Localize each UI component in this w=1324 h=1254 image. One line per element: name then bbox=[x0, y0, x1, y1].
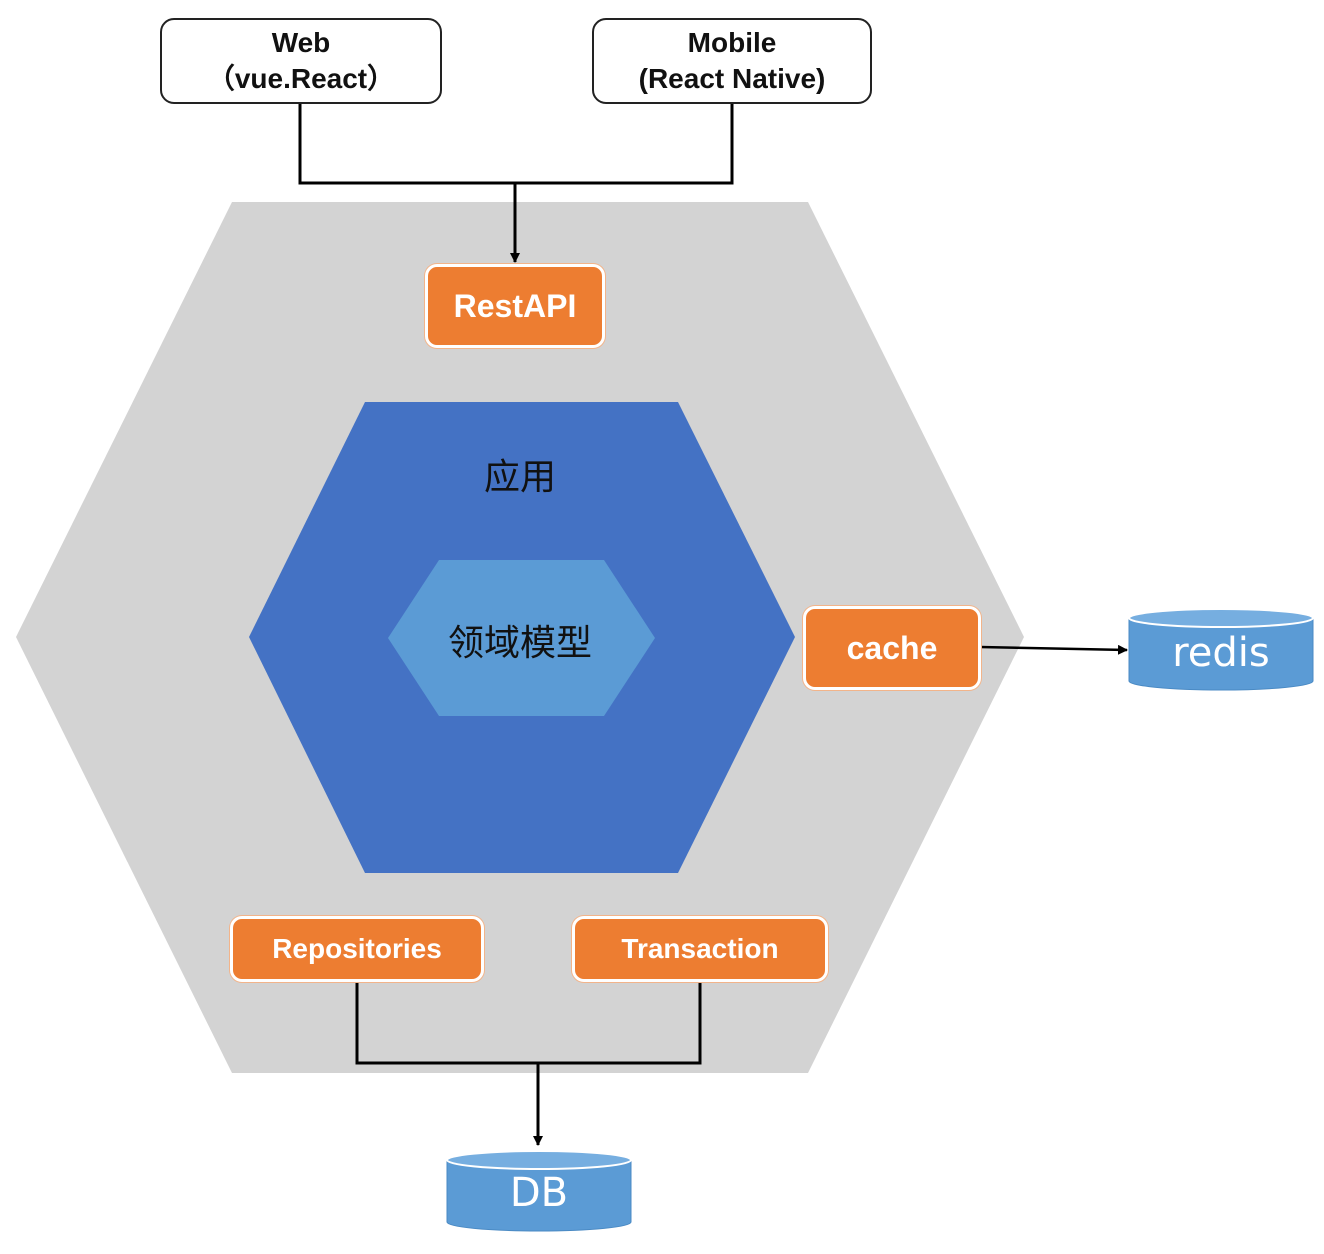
cache-to-redis-arrow bbox=[979, 644, 1128, 655]
transaction-box: Transaction bbox=[572, 916, 828, 982]
application-label: 应用 bbox=[483, 457, 556, 498]
restapi-label: RestAPI bbox=[453, 287, 577, 324]
restapi-box: RestAPI bbox=[425, 264, 605, 348]
db-cylinder bbox=[446, 1150, 632, 1232]
web-connector bbox=[298, 102, 515, 185]
mobile-client-title: Mobile bbox=[687, 27, 777, 58]
cache-box: cache bbox=[803, 606, 981, 690]
transaction-connector bbox=[538, 982, 702, 1065]
redis-cylinder bbox=[1128, 608, 1314, 691]
mobile-connector bbox=[515, 102, 734, 185]
transaction-label: Transaction bbox=[621, 933, 779, 964]
redis-label: redis bbox=[1172, 630, 1270, 676]
web-client-title: Web bbox=[271, 27, 331, 58]
repositories-connector bbox=[355, 982, 538, 1065]
web-client-box: Web （vue.React） bbox=[160, 18, 442, 104]
repositories-box: Repositories bbox=[230, 916, 484, 982]
web-client-subtitle: （vue.React） bbox=[206, 63, 396, 94]
mobile-client-subtitle: (React Native) bbox=[638, 63, 826, 94]
domain-model-label: 领域模型 bbox=[447, 623, 592, 664]
mobile-client-box: Mobile (React Native) bbox=[592, 18, 872, 104]
db-label: DB bbox=[509, 1170, 569, 1216]
cache-label: cache bbox=[846, 629, 938, 666]
repositories-label: Repositories bbox=[272, 933, 442, 964]
domain-hexagon bbox=[388, 560, 655, 716]
